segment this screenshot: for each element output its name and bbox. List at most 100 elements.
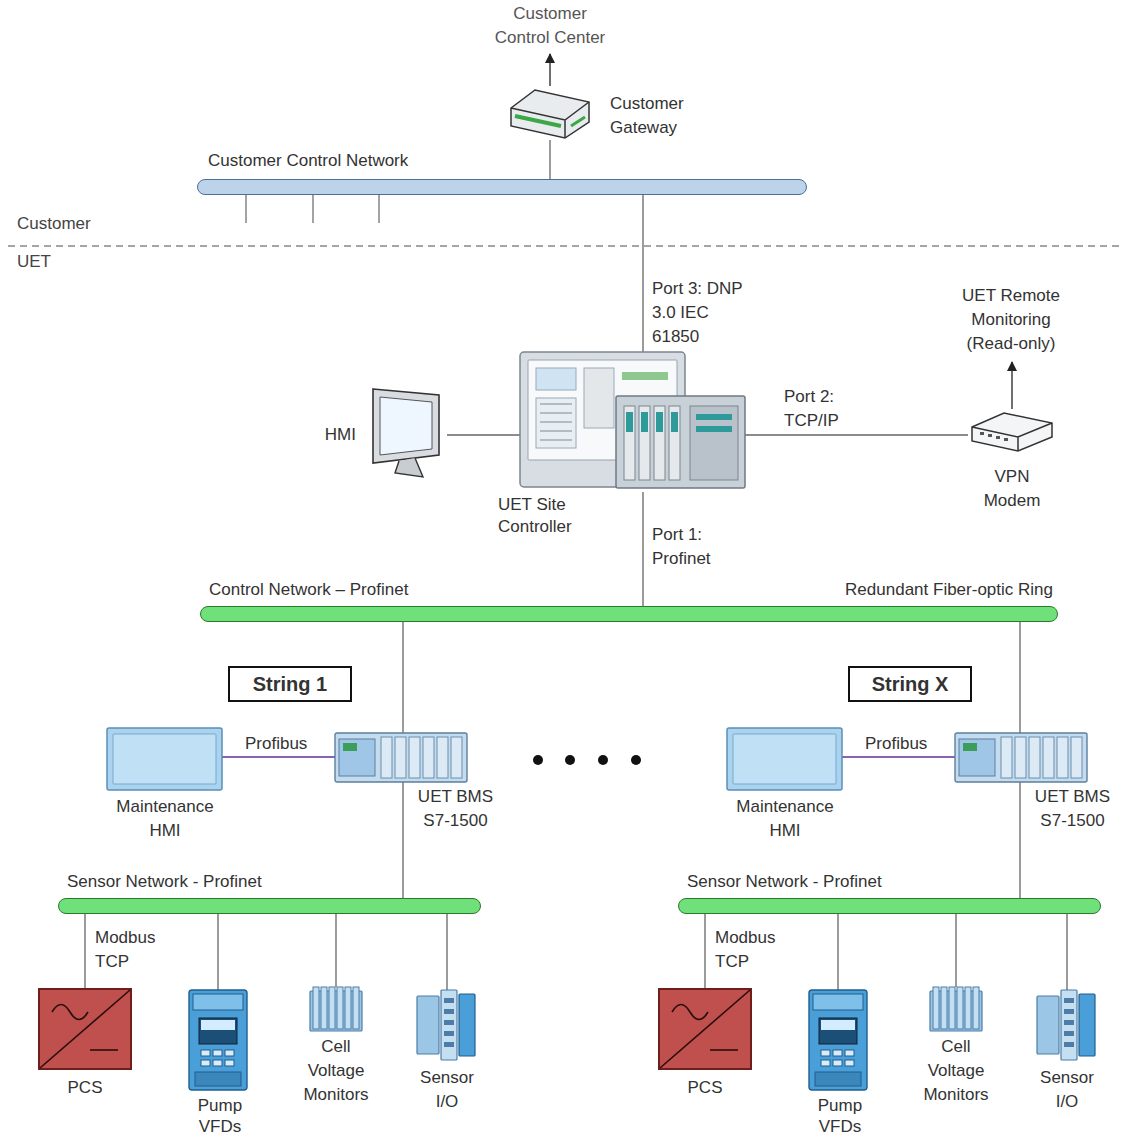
maintenance-hmi: Maintenance HMI bbox=[727, 728, 842, 790]
vfd-icon-drawing bbox=[809, 990, 867, 1090]
string-box: String 1 bbox=[228, 666, 352, 702]
device-label: Sensor I/O bbox=[411, 1066, 483, 1114]
network-link bbox=[335, 914, 336, 987]
bms-plc: UET BMS S7-1500 bbox=[335, 733, 467, 782]
vpn-modem-drawing bbox=[968, 409, 1054, 453]
network-link bbox=[84, 914, 85, 988]
network-stub bbox=[245, 195, 246, 223]
device-label: UET BMS S7-1500 bbox=[408, 785, 503, 833]
network-link bbox=[955, 914, 956, 987]
vfd-icon: Pump VFDs bbox=[189, 990, 247, 1090]
pcs-icon: PCS bbox=[658, 988, 752, 1070]
network-link bbox=[1066, 914, 1067, 990]
continuation-dot bbox=[598, 755, 608, 765]
continuation-dot bbox=[565, 755, 575, 765]
network-link bbox=[402, 622, 403, 733]
network-name: Sensor Network - Profinet bbox=[67, 870, 367, 894]
bms-plc: UET BMS S7-1500 bbox=[955, 733, 1087, 782]
site-controller: UET Site Controller bbox=[520, 352, 745, 492]
device-label: Cell Voltage Monitors bbox=[911, 1035, 1001, 1107]
connection-label: Modbus TCP bbox=[93, 926, 172, 974]
cell-monitor-icon: Cell Voltage Monitors bbox=[930, 987, 982, 1031]
connection-label: Profibus bbox=[863, 732, 947, 756]
cell-monitor-icon: Cell Voltage Monitors bbox=[310, 987, 362, 1031]
network-link bbox=[642, 195, 643, 352]
gateway-icon-drawing bbox=[505, 86, 591, 140]
cell-monitor-icon-drawing bbox=[310, 987, 362, 1031]
vfd-icon: Pump VFDs bbox=[809, 990, 867, 1090]
uplink-arrow bbox=[549, 54, 550, 86]
network-link bbox=[1019, 622, 1020, 733]
network-link bbox=[447, 434, 520, 435]
hmi-monitor: HMI bbox=[365, 385, 447, 481]
profibus-link bbox=[222, 756, 335, 758]
network-link bbox=[402, 782, 403, 898]
string-title: String X bbox=[872, 672, 949, 696]
device-label: UET Site Controller bbox=[498, 494, 598, 538]
pcs-icon-drawing bbox=[658, 988, 752, 1070]
string-box: String X bbox=[848, 666, 972, 702]
endpoint-label: Customer Control Center bbox=[490, 2, 610, 50]
network-link bbox=[446, 914, 447, 990]
device-label: Cell Voltage Monitors bbox=[291, 1035, 381, 1107]
sensor-bus: Sensor Network - Profinet bbox=[58, 898, 481, 914]
device-label: Pump VFDs bbox=[185, 1095, 255, 1137]
device-label: Maintenance HMI bbox=[725, 795, 845, 843]
network-stub bbox=[312, 195, 313, 223]
sensor-io-icon-drawing bbox=[417, 990, 475, 1060]
zone-label: Customer bbox=[17, 212, 137, 236]
pcs-icon-drawing bbox=[38, 988, 132, 1070]
network-link bbox=[745, 434, 968, 435]
continuation-dot bbox=[631, 755, 641, 765]
sensor-io-icon: Sensor I/O bbox=[417, 990, 475, 1060]
network-bus: Customer Control Network bbox=[197, 179, 807, 195]
bms-plc-drawing bbox=[335, 733, 467, 782]
vpn-modem: VPN Modem bbox=[968, 409, 1054, 453]
network-link bbox=[704, 914, 705, 988]
sensor-io-icon: Sensor I/O bbox=[1037, 990, 1095, 1060]
device-label: Pump VFDs bbox=[805, 1095, 875, 1137]
continuation-dot bbox=[533, 755, 543, 765]
network-name: Control Network – Profinet bbox=[209, 578, 509, 602]
connection-label: Modbus TCP bbox=[713, 926, 792, 974]
network-link bbox=[837, 914, 838, 990]
pcs-icon: PCS bbox=[38, 988, 132, 1070]
bms-plc-drawing bbox=[955, 733, 1087, 782]
hmi-monitor-drawing bbox=[365, 385, 447, 481]
sensor-io-icon-drawing bbox=[1037, 990, 1095, 1060]
device-label: PCS bbox=[45, 1076, 125, 1100]
device-label: HMI bbox=[306, 423, 356, 447]
endpoint-label: UET Remote Monitoring (Read-only) bbox=[952, 284, 1070, 356]
cell-monitor-icon-drawing bbox=[930, 987, 982, 1031]
gateway-icon: Customer Gateway bbox=[505, 86, 591, 140]
network-name: Redundant Fiber-optic Ring bbox=[781, 578, 1053, 602]
sensor-bus: Sensor Network - Profinet bbox=[678, 898, 1101, 914]
network-name: Customer Control Network bbox=[208, 149, 508, 173]
network-stub bbox=[378, 195, 379, 223]
device-label: Customer Gateway bbox=[610, 92, 710, 140]
device-label: UET BMS S7-1500 bbox=[1025, 785, 1120, 833]
connection-label: Profibus bbox=[243, 732, 327, 756]
zone-label: UET bbox=[17, 250, 137, 274]
maintenance-hmi-drawing bbox=[727, 728, 842, 790]
network-link bbox=[1019, 782, 1020, 898]
network-ring: Control Network – ProfinetRedundant Fibe… bbox=[200, 606, 1058, 622]
network-name: Sensor Network - Profinet bbox=[687, 870, 987, 894]
device-label: VPN Modem bbox=[975, 465, 1049, 513]
connection-label: Port 2: TCP/IP bbox=[782, 385, 856, 433]
network-link bbox=[642, 492, 643, 606]
connection-label: Port 1: Profinet bbox=[650, 523, 734, 571]
string-title: String 1 bbox=[253, 672, 327, 696]
maintenance-hmi-drawing bbox=[107, 728, 222, 790]
device-label: Sensor I/O bbox=[1031, 1066, 1103, 1114]
boundary-line bbox=[8, 245, 1122, 247]
uplink-arrow bbox=[1011, 362, 1012, 409]
network-link bbox=[217, 914, 218, 990]
vfd-icon-drawing bbox=[189, 990, 247, 1090]
network-link bbox=[549, 140, 550, 179]
connection-label: Port 3: DNP 3.0 IEC 61850 bbox=[650, 277, 746, 349]
maintenance-hmi: Maintenance HMI bbox=[107, 728, 222, 790]
device-label: Maintenance HMI bbox=[105, 795, 225, 843]
device-label: PCS bbox=[665, 1076, 745, 1100]
profibus-link bbox=[842, 756, 955, 758]
